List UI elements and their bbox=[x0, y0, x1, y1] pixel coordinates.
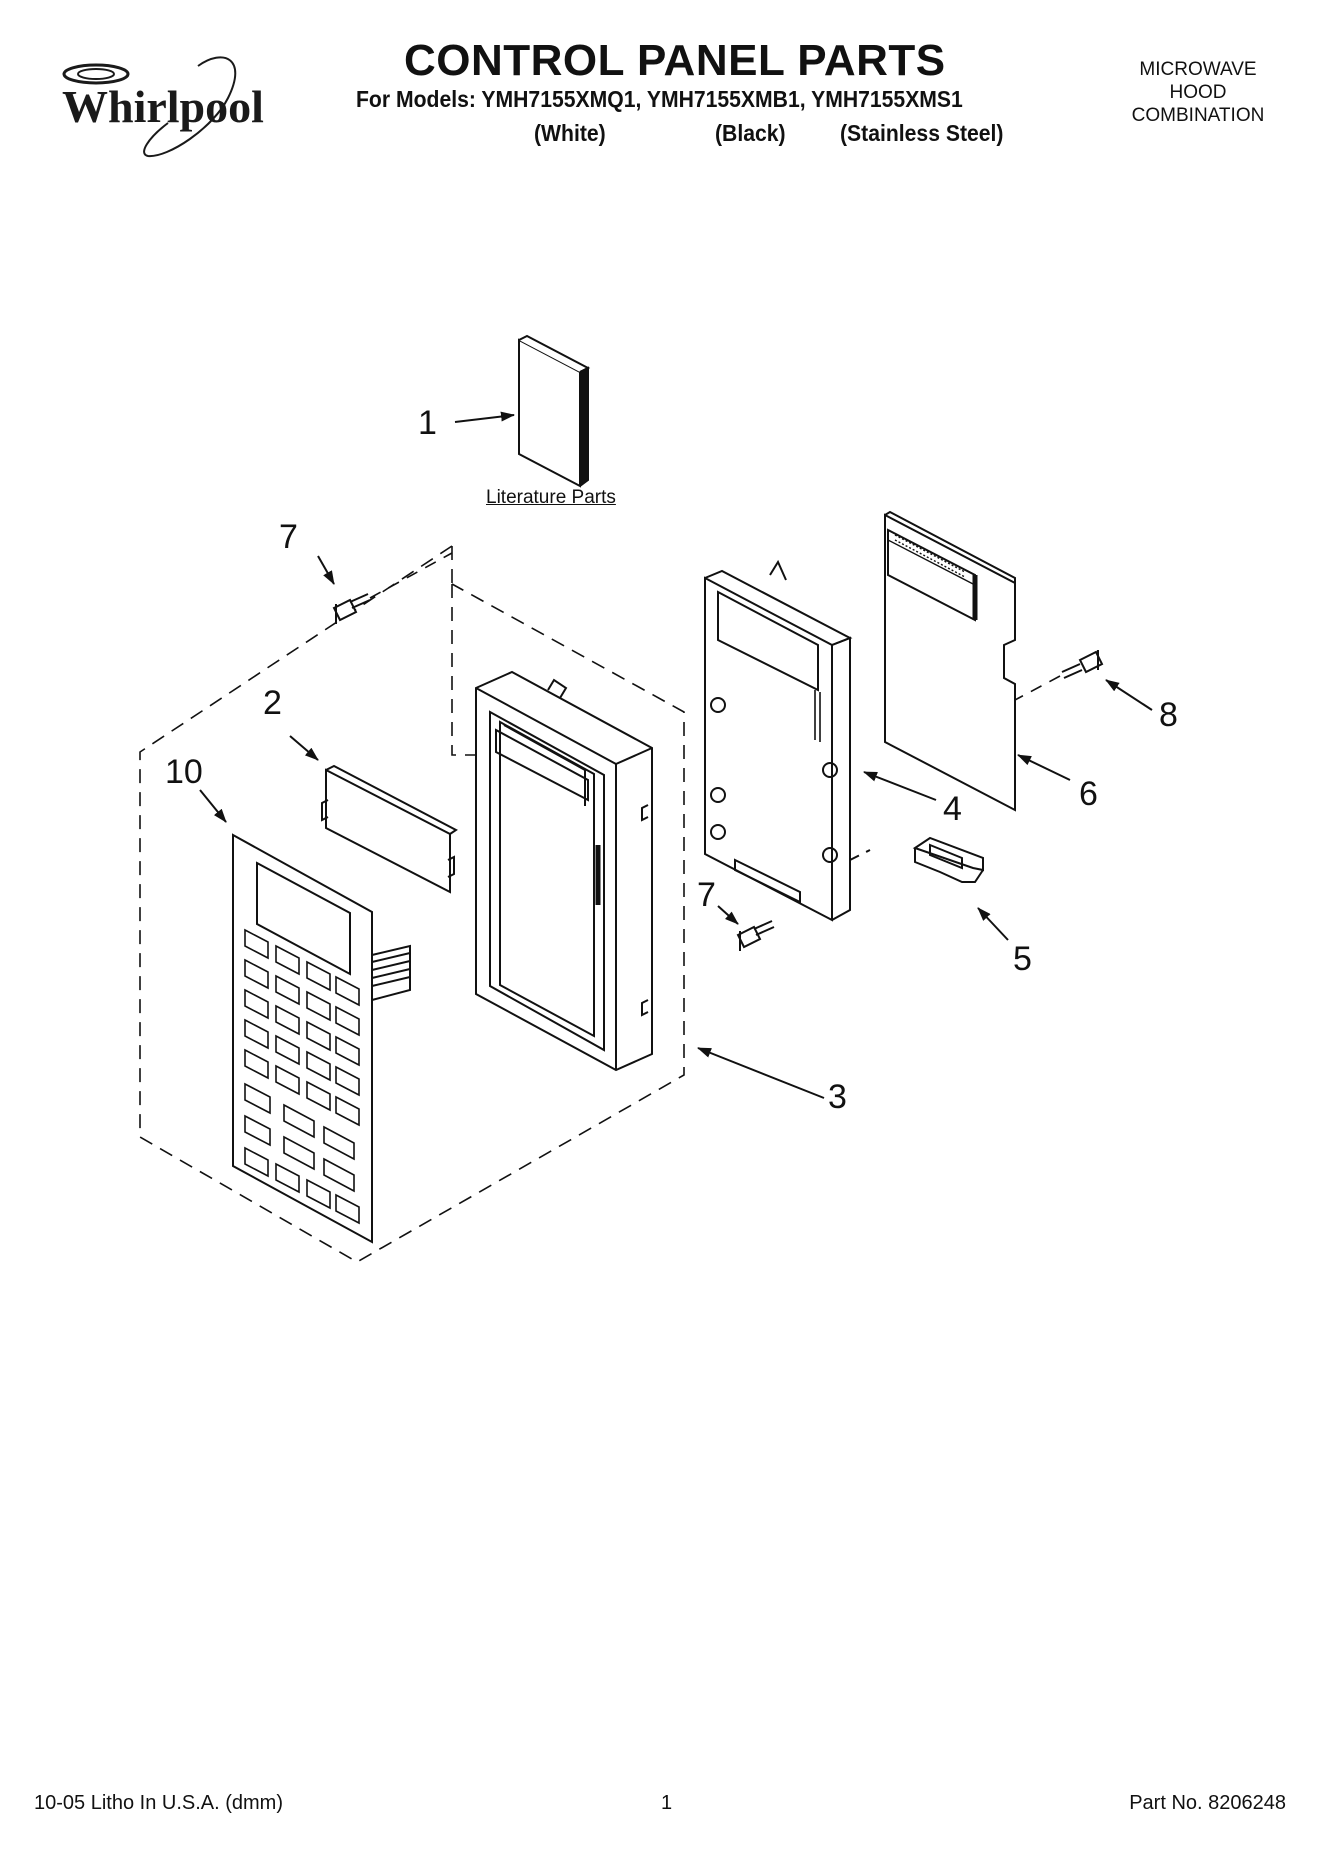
keypad-overlay bbox=[232, 833, 411, 1244]
literature-parts-booklet bbox=[518, 334, 591, 488]
callout-3: 3 bbox=[828, 1078, 847, 1116]
color-label-white: (White) bbox=[534, 120, 606, 146]
board-clip bbox=[912, 836, 984, 883]
product-type: MICROWAVE HOOD COMBINATION bbox=[1113, 58, 1283, 127]
product-type-line: COMBINATION bbox=[1131, 105, 1265, 126]
callout-5: 5 bbox=[1013, 940, 1032, 978]
display-window bbox=[321, 764, 458, 894]
callout-10: 10 bbox=[165, 753, 203, 791]
product-type-line: HOOD bbox=[1169, 82, 1227, 103]
screw-board-icon bbox=[1061, 650, 1104, 679]
callout-2: 2 bbox=[263, 684, 282, 722]
footer-part-number: Part No. 8206248 bbox=[1129, 1792, 1286, 1814]
control-bracket bbox=[704, 559, 871, 922]
callout-8: 8 bbox=[1159, 696, 1178, 734]
color-label-stainless: (Stainless Steel) bbox=[840, 120, 1004, 146]
page-title: CONTROL PANEL PARTS bbox=[404, 36, 946, 85]
screw-top-left-icon bbox=[332, 593, 371, 624]
callout-6: 6 bbox=[1079, 775, 1098, 813]
keypad-keys bbox=[244, 928, 360, 1225]
logo-swirl-icon bbox=[62, 56, 237, 158]
footer-page-number: 1 bbox=[661, 1792, 673, 1814]
callout-1: 1 bbox=[418, 404, 437, 442]
footer-print-info: 10-05 Litho In U.S.A. (dmm) bbox=[34, 1792, 283, 1814]
screw-bottom-icon bbox=[736, 920, 775, 951]
models-line: For Models: YMH7155XMQ1, YMH7155XMB1, YM… bbox=[356, 86, 963, 112]
callout-4: 4 bbox=[943, 790, 962, 828]
color-label-black: (Black) bbox=[715, 120, 786, 146]
brand-name: Whirlpool bbox=[62, 81, 264, 132]
brand-logo: Whirlpool bbox=[48, 48, 278, 168]
callout-7-bottom: 7 bbox=[697, 876, 716, 914]
literature-parts-label: Literature Parts bbox=[486, 487, 616, 508]
callout-7-top: 7 bbox=[279, 518, 298, 556]
control-panel-frame bbox=[475, 670, 653, 1072]
product-type-line: MICROWAVE bbox=[1139, 59, 1257, 80]
control-board bbox=[884, 510, 1016, 812]
